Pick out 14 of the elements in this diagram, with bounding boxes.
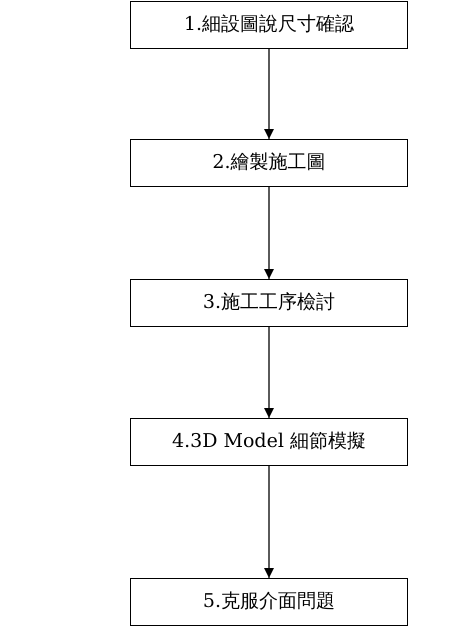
process-box	[130, 1, 408, 49]
step-label: 3.施工工序檢討	[202, 291, 336, 315]
process-box	[130, 279, 408, 327]
step-label: 1.細設圖說尺寸確認	[184, 13, 354, 37]
step-label: 5.克服介面問題	[202, 590, 336, 614]
arrow	[264, 327, 274, 418]
arrow	[264, 187, 274, 279]
process-box	[130, 418, 408, 466]
arrow	[264, 466, 274, 578]
process-box	[130, 578, 408, 626]
arrow	[264, 49, 274, 139]
step-label: 2.繪製施工圖	[212, 151, 326, 175]
process-box	[130, 139, 408, 187]
step-label: 4.3D Model 細節模擬	[172, 430, 366, 454]
